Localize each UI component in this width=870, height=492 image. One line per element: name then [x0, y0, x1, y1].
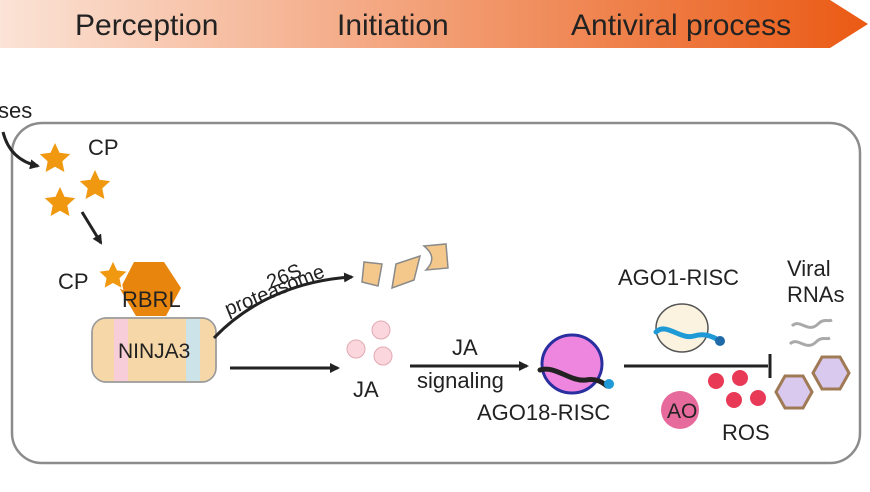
- ago18-risc-complex-icon: [537, 333, 614, 395]
- ja-molecule-icon: [373, 346, 393, 366]
- ninja3-label: NINJA3: [118, 340, 190, 363]
- virus-particles: [774, 355, 851, 410]
- ja-molecule-icon: [346, 339, 366, 359]
- viruses-partial-label: ses: [0, 98, 32, 123]
- rbrl-hexagon-icon: [120, 262, 181, 316]
- ros-molecule-icon: [726, 392, 742, 408]
- ja-signaling-label-line1: JA: [452, 335, 478, 360]
- stage-perception: Perception: [75, 9, 218, 42]
- stage-initiation: Initiation: [337, 9, 449, 42]
- star-icon: [39, 143, 71, 172]
- cell-boundary: [10, 121, 862, 465]
- ja-signaling-label-line2: signaling: [417, 368, 504, 393]
- cp-label-top: CP: [88, 135, 119, 160]
- star-icon: [44, 187, 76, 216]
- viral-rnas-label-line2: RNAs: [787, 282, 844, 307]
- viral-rna-strand-icon: [790, 318, 833, 329]
- ros-label: ROS: [722, 420, 770, 445]
- ago18-risc-label: AGO18-RISC: [477, 400, 610, 425]
- ago1-risc-complex-icon: [653, 303, 725, 353]
- virus-particle-icon: [811, 355, 851, 391]
- proteasome-arrow: [212, 272, 354, 340]
- star-icon: [79, 170, 111, 199]
- ros-molecules: [708, 370, 766, 408]
- ao-label: AO: [667, 400, 697, 423]
- virus-entry-arrow: [1, 131, 40, 170]
- viral-rnas-label-line1: Viral: [787, 256, 831, 281]
- proteasome-fragment-icon: [361, 261, 383, 287]
- stage-header-arrow: Perception Initiation Antiviral process: [0, 0, 868, 48]
- stage-antiviral-process: Antiviral process: [571, 9, 791, 42]
- proteasome-fragments: [361, 243, 449, 290]
- virus-particle-icon: [774, 374, 814, 410]
- ninja3-capsule-icon: [91, 317, 217, 383]
- ros-molecule-icon: [708, 373, 724, 389]
- ao-icon: [661, 391, 699, 429]
- cp-label-bound: CP: [58, 269, 89, 294]
- proteasome-fragment-icon: [391, 254, 422, 290]
- ago1-risc-label: AGO1-RISC: [618, 265, 739, 290]
- cp-to-complex-arrow: [80, 211, 103, 245]
- viral-rna-strand-icon: [788, 336, 831, 347]
- ja-molecules: [346, 320, 393, 366]
- rbrl-label: RBRL: [122, 287, 181, 312]
- ja-molecule-icon: [371, 320, 391, 340]
- cp-star-cluster: [39, 143, 111, 216]
- ros-molecule-icon: [750, 390, 766, 406]
- ja-label: JA: [353, 377, 379, 402]
- proteasome-fragment-icon: [422, 243, 449, 271]
- ros-molecule-icon: [732, 370, 748, 386]
- star-icon: [96, 258, 130, 291]
